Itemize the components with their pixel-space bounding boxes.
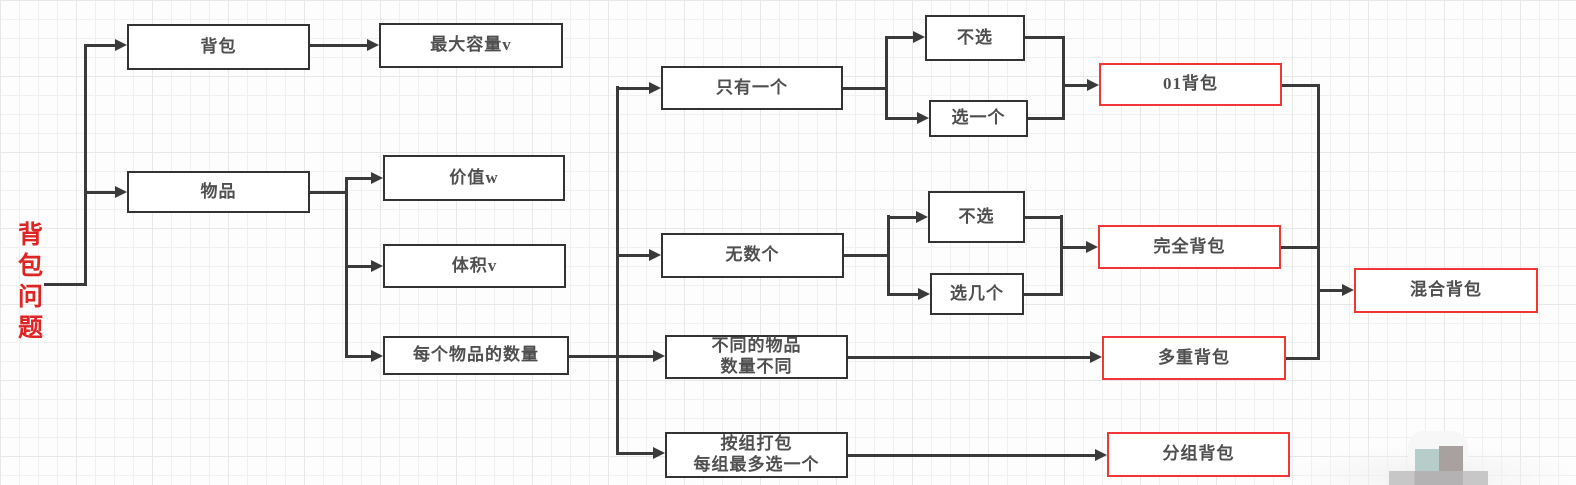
connector-line — [1024, 293, 1062, 296]
connector-line — [887, 215, 890, 296]
node-item: 物品 — [127, 171, 310, 213]
connector-line — [84, 191, 115, 194]
node-label: 混合背包 — [1410, 280, 1482, 300]
node-label: 不选 — [957, 27, 993, 47]
connector-line — [1060, 246, 1086, 249]
node-pick-one: 选一个 — [929, 100, 1028, 137]
connector-line — [345, 177, 371, 180]
arrowhead — [115, 39, 127, 51]
connector-line — [616, 254, 649, 257]
node-label: 选几个 — [950, 283, 1004, 303]
connector-line — [1286, 357, 1319, 360]
connector-line — [616, 355, 653, 358]
connector-line — [1025, 216, 1062, 219]
node-only-one: 只有一个 — [661, 66, 843, 110]
node-label: 每个物品的数量 — [413, 345, 539, 365]
node-mixed-knapsack: 混合背包 — [1354, 268, 1538, 313]
node-label: 无数个 — [725, 245, 780, 265]
arrowhead — [917, 112, 929, 124]
connector-line — [887, 293, 918, 296]
node-skip-first: 不选 — [925, 15, 1025, 61]
connector-line — [1317, 289, 1342, 292]
connector-line — [1282, 84, 1319, 87]
watermark-base-bar — [1389, 471, 1488, 485]
node-unlimited: 无数个 — [661, 233, 844, 278]
arrowhead — [371, 172, 383, 184]
connector-line — [1025, 36, 1064, 39]
node-label: 不同的物品 数量不同 — [711, 336, 802, 376]
connector-line — [44, 283, 86, 286]
connector-line — [310, 191, 347, 194]
connector-line — [843, 87, 887, 90]
node-group-pack: 按组打包 每组最多选一个 — [665, 432, 848, 478]
arrowhead — [918, 288, 930, 300]
node-label: 01背包 — [1163, 74, 1218, 94]
arrowhead — [371, 260, 383, 272]
node-label: 价值w — [449, 167, 499, 187]
connector-line — [885, 36, 913, 39]
node-label: 背包 — [200, 36, 237, 56]
node-grouped-knapsack: 分组背包 — [1107, 432, 1290, 477]
arrowhead — [653, 350, 665, 362]
connector-line — [616, 452, 653, 455]
connector-line — [848, 356, 1090, 359]
connector-line — [569, 355, 618, 358]
node-pick-several: 选几个 — [930, 273, 1024, 315]
connector-line — [310, 44, 367, 47]
connector-line — [84, 44, 87, 286]
node-label: 只有一个 — [716, 77, 788, 97]
connector-line — [1281, 246, 1319, 249]
node-knapsack: 背包 — [127, 24, 310, 70]
node-value-w: 价值w — [383, 155, 565, 201]
node-label: 最大容量v — [430, 35, 512, 55]
node-label: 完全背包 — [1153, 236, 1226, 256]
node-label: 分组背包 — [1162, 444, 1235, 464]
node-label: 体积v — [451, 255, 498, 275]
arrowhead — [653, 447, 665, 459]
arrowhead — [1095, 449, 1107, 461]
arrowhead — [913, 31, 925, 43]
arrowhead — [1090, 351, 1102, 363]
connector-line — [616, 86, 619, 455]
connector-line — [84, 44, 115, 47]
connector-line — [1060, 215, 1063, 296]
node-diff-items: 不同的物品 数量不同 — [665, 335, 848, 379]
node-item-count: 每个物品的数量 — [383, 336, 569, 375]
node-multiple-knapsack: 多重背包 — [1102, 336, 1286, 380]
watermark-gray-block — [1439, 446, 1463, 471]
connector-line — [1062, 84, 1087, 87]
connector-line — [1317, 84, 1320, 360]
arrowhead — [1087, 79, 1099, 91]
node-max-capacity: 最大容量v — [379, 23, 563, 68]
connector-line — [616, 87, 649, 90]
arrowhead — [1086, 241, 1098, 253]
node-label: 选一个 — [951, 108, 1006, 128]
connector-line — [1028, 117, 1064, 120]
arrowhead — [916, 211, 928, 223]
node-label: 物品 — [200, 181, 237, 201]
connector-line — [885, 117, 917, 120]
node-skip-second: 不选 — [928, 191, 1025, 243]
arrowhead — [649, 249, 661, 261]
connector-line — [887, 216, 916, 219]
arrowhead — [1342, 284, 1354, 296]
connector-line — [345, 265, 371, 268]
connector-line — [844, 254, 889, 257]
connector-line — [848, 454, 1095, 457]
connector-line — [345, 355, 371, 358]
connector-line — [885, 36, 888, 119]
diagram-title: 背包问题 — [17, 222, 43, 342]
node-label: 不选 — [958, 206, 995, 226]
arrowhead — [649, 82, 661, 94]
node-01-knapsack: 01背包 — [1099, 63, 1282, 106]
node-label: 按组打包 每组最多选一个 — [693, 434, 820, 474]
arrowhead — [371, 350, 383, 362]
watermark-teal-block — [1415, 449, 1439, 471]
connector-line — [1062, 36, 1065, 120]
node-volume-v: 体积v — [383, 244, 566, 288]
node-label: 多重背包 — [1158, 347, 1230, 367]
arrowhead — [115, 186, 127, 198]
arrowhead — [367, 39, 379, 51]
node-complete-knapsack: 完全背包 — [1098, 225, 1281, 269]
